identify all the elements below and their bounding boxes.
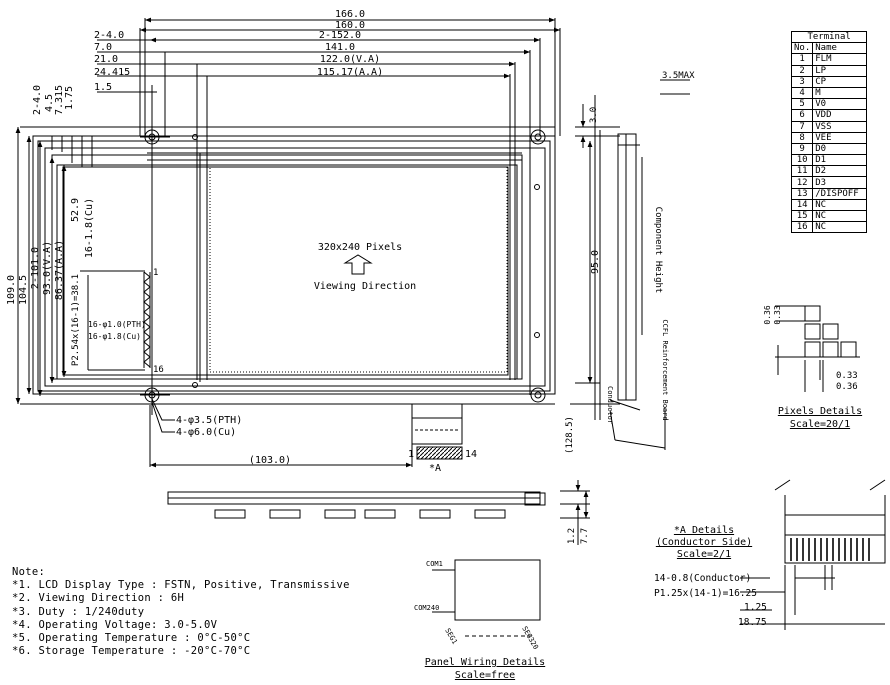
px-dim-033b: 0.33	[836, 371, 858, 381]
a-details-scale: Scale=2/1	[677, 549, 731, 560]
dim-52-9: 52.9	[70, 198, 81, 222]
dim-11517-aa: 115.17(A.A)	[317, 67, 383, 78]
conductor-side-label: Conductor	[606, 386, 614, 424]
wiring-com1: COM1	[426, 560, 443, 568]
dim-1045: 104.5	[18, 275, 29, 305]
note-line: *1. LCD Display Type : FSTN, Positive, T…	[12, 579, 350, 592]
dim-2-4: 2-4.0	[94, 30, 124, 41]
dim-pitch-254: P2.54x(16-1)=38.1	[71, 274, 81, 366]
dim-95: 95.0	[590, 250, 601, 274]
dim-16-18-cu: 16-1.8(Cu)	[84, 198, 95, 258]
a-dim-125: 1.25	[744, 602, 767, 613]
dim-2-4-v: 2-4.0	[32, 85, 43, 115]
dim-122-va: 122.0(V.A)	[320, 54, 380, 65]
wiring-com240: COM240	[414, 604, 439, 612]
note-line: *4. Operating Voltage: 3.0-5.0V	[12, 618, 218, 631]
terminal-title: Terminal	[790, 30, 868, 44]
terminal-col-no: No.	[790, 42, 814, 55]
dim-21: 21.0	[94, 54, 118, 65]
notes-header: Note:	[12, 566, 46, 578]
connector-a-label: *A	[429, 463, 441, 474]
pin-16-label: 16	[153, 365, 164, 375]
wiring-title: Panel Wiring Details	[425, 657, 545, 668]
dim-7315: 7.315	[54, 85, 65, 115]
connector-pin-14: 14	[465, 449, 477, 460]
note-line: *5. Operating Temperature : 0°C-50°C	[12, 632, 251, 645]
dim-3-0: 3.0	[589, 107, 599, 123]
a-dim-1875: 18.75	[738, 617, 767, 628]
dim-128-5: (128.5)	[565, 416, 575, 454]
pin-pth-label: 16-φ1.0(PTH)	[88, 320, 146, 329]
mount-pth-label: 4-φ3.5(PTH)	[176, 415, 242, 426]
wiring-scale: Scale=free	[455, 670, 515, 681]
dim-1-2: 1.2	[567, 528, 577, 544]
dim-160: 160.0	[335, 20, 365, 31]
connector-pin-1: 1	[408, 449, 414, 460]
notes-block: Note:*1. LCD Display Type : FSTN, Positi…	[12, 566, 350, 658]
dim-1-5: 1.5	[94, 82, 112, 93]
px-dim-036: 0.36	[763, 305, 772, 324]
component-height-label: Component Height	[653, 207, 663, 294]
dim-8637-aa: 86.37(A.A)	[54, 240, 65, 300]
dim-3-5max: 3.5MAX	[662, 71, 695, 81]
dim-2-152: 2-152.0	[319, 30, 361, 41]
wiring-seg320: SEG320	[520, 625, 540, 651]
a-details-sub: (Conductor Side)	[656, 537, 752, 548]
terminal-row: 13/DISPOFF	[790, 187, 868, 200]
pin-cu-label: 16-φ1.8(Cu)	[88, 332, 141, 341]
resolution-label: 320x240 Pixels	[318, 242, 402, 253]
terminal-col-name: Name	[812, 42, 868, 55]
dim-166: 166.0	[335, 9, 365, 20]
pixel-details-scale: Scale=20/1	[790, 419, 850, 430]
pin-1-label: 1	[153, 268, 158, 278]
note-line: *2. Viewing Direction : 6H	[12, 592, 185, 605]
dim-109: 109.0	[6, 275, 17, 305]
dim-24415: 24.415	[94, 67, 130, 78]
dim-93-va: 93.0(V.A)	[42, 241, 53, 295]
mount-cu-label: 4-φ6.0(Cu)	[176, 427, 236, 438]
dim-2-101: 2-101.0	[30, 247, 41, 289]
a-details-title: *A Details	[674, 525, 734, 536]
note-line: *3. Duty : 1/240duty	[12, 605, 145, 618]
viewing-direction-label: Viewing Direction	[314, 281, 416, 292]
px-dim-036b: 0.36	[836, 382, 858, 392]
dim-7-7: 7.7	[580, 528, 590, 544]
dim-141: 141.0	[325, 42, 355, 53]
a-conductor-label: 14-0.8(Conductor)	[654, 573, 751, 584]
dim-103: (103.0)	[249, 455, 291, 466]
note-line: *6. Storage Temperature : -20°C-70°C	[12, 645, 251, 658]
a-pitch-label: P1.25x(14-1)=16.25	[654, 588, 757, 599]
dim-4-5: 4.5	[44, 94, 55, 112]
ccfl-board-label: CCFL Reinforcement Board	[661, 319, 669, 420]
dim-7: 7.0	[94, 42, 112, 53]
pixel-details-title: Pixels Details	[778, 406, 862, 417]
dim-1-75: 1.75	[64, 86, 75, 110]
wiring-seg1: SEG1	[443, 627, 458, 646]
px-dim-033: 0.33	[773, 305, 782, 324]
